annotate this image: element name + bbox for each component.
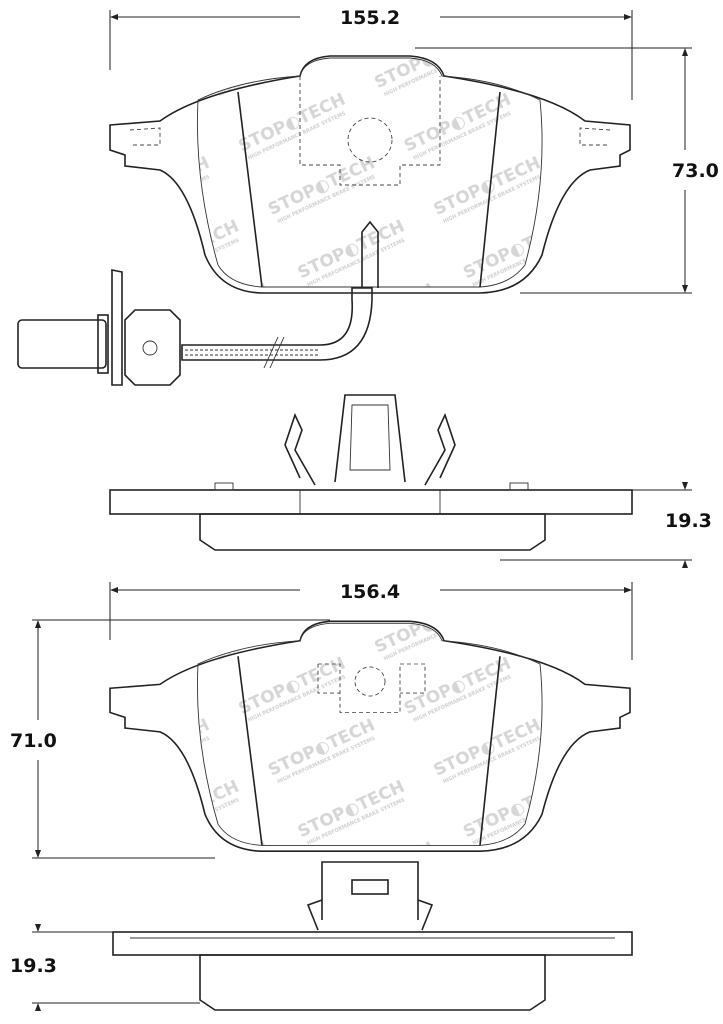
bottom-pad-face-view — [109, 620, 631, 853]
dimension-top-thickness: 19.3 — [500, 482, 712, 568]
dimension-label: 71.0 — [10, 730, 57, 752]
dimension-label: 73.0 — [672, 160, 719, 182]
dimension-bottom-thickness: 19.3 — [10, 924, 200, 1011]
top-pad-side-view — [109, 394, 633, 551]
dimension-label: 156.4 — [340, 581, 400, 603]
dimension-bottom-height: 71.0 — [10, 619, 330, 859]
dimension-label: 19.3 — [665, 510, 712, 532]
top-pad-face-view — [109, 55, 631, 294]
dimension-bottom-width: 156.4 — [109, 581, 633, 660]
dimension-label: 19.3 — [10, 955, 57, 977]
wear-sensor — [17, 269, 373, 386]
bottom-pad-side-view — [112, 861, 633, 1011]
dimension-top-width: 155.2 — [109, 7, 633, 100]
dimension-top-height: 73.0 — [415, 47, 719, 294]
dimension-label: 155.2 — [340, 7, 400, 29]
